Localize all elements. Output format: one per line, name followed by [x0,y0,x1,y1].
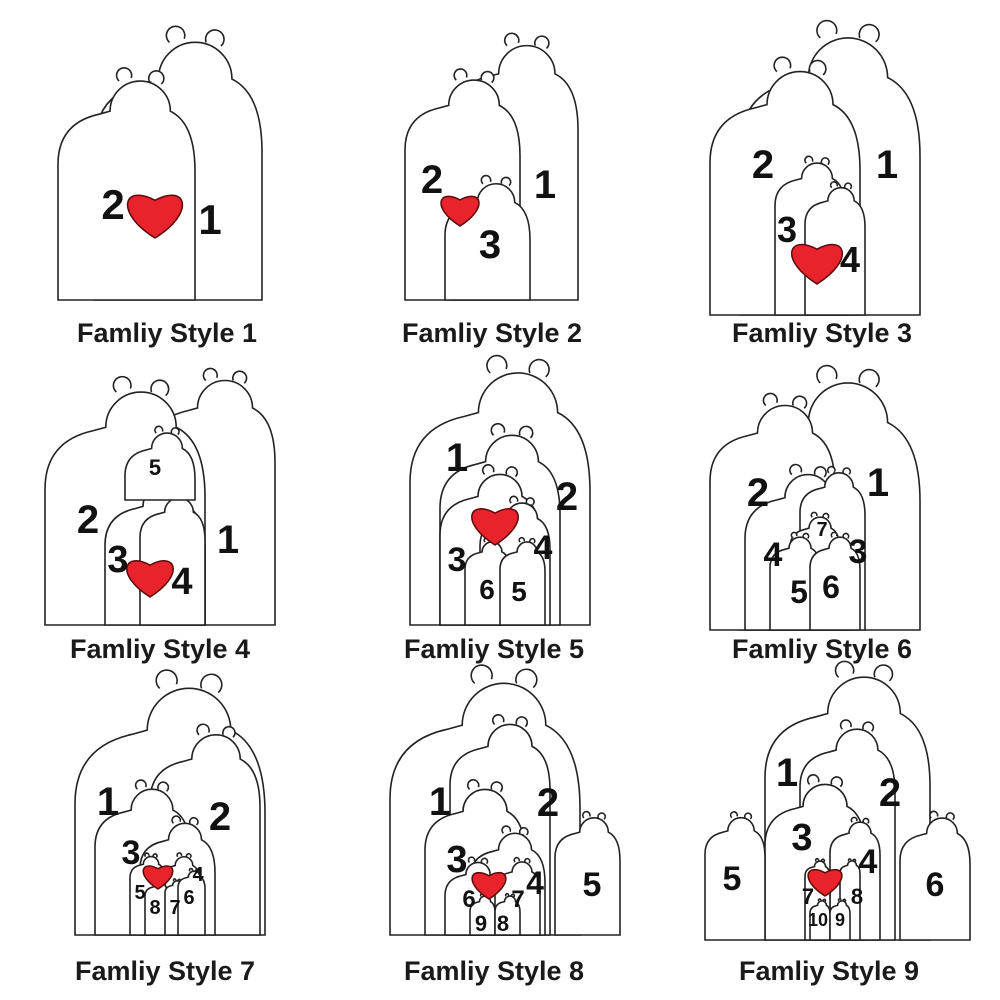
bear-outline [499,536,546,626]
bear-outline [494,892,521,936]
member-number-label: 7 [801,884,815,909]
member-number-label: 4 [858,843,878,881]
heart-icon [126,560,174,598]
heart-icon [807,868,843,897]
heart-icon [142,865,174,890]
bear-outline [809,898,831,941]
member-number-label: 5 [722,860,742,898]
member-number-label: 2 [751,143,775,187]
member-number-label: 3 [848,533,868,571]
member-number-label: 8 [850,884,864,909]
family-style-3-figure [709,19,921,316]
member-number-label: 1 [198,196,222,243]
member-number-label: 2 [420,158,444,202]
bear-outline [177,867,206,936]
family-style-8-figure [389,664,621,936]
member-number-label: 6 [925,866,945,904]
member-number-label: 4 [171,561,193,603]
family-style-6-figure [709,364,921,631]
style-caption: Famliy Style 3 [731,318,913,348]
member-number-label: 5 [790,574,808,610]
member-number-label: 4 [533,529,553,567]
member-number-label: 1 [775,751,799,795]
family-style-7-figure [74,669,266,936]
member-number-label: 4 [763,536,783,574]
member-number-label: 3 [776,209,798,250]
family-style-1-figure [57,25,263,301]
member-number-label: 1 [428,780,452,824]
family-style-5-figure [409,354,591,626]
member-number-label: 3 [446,839,468,881]
member-number-label: 3 [791,817,813,859]
member-number-label: 1 [875,143,899,187]
family-style-2-figure [404,32,579,301]
member-number-label: 2 [536,781,560,825]
member-number-label: 3 [121,834,141,872]
heart-icon [471,871,507,900]
member-number-label: 2 [76,498,100,542]
member-number-label: 5 [511,576,527,607]
member-number-label: 1 [216,518,240,562]
member-number-label: 4 [526,865,544,901]
member-number-label: 7 [169,897,181,919]
member-number-label: 3 [478,223,502,267]
member-number-label: 1 [866,461,890,505]
member-number-label: 2 [746,471,770,515]
member-number-label: 10 [807,910,829,930]
heart-icon [471,508,519,546]
family-style-4-figure [44,367,276,626]
bear-outline [769,531,821,631]
member-number-label: 1 [96,780,120,824]
member-number-label: 2 [101,181,125,228]
member-number-label: 1 [445,436,469,480]
member-number-label: 2 [208,795,232,839]
style-caption: Famliy Style 6 [731,634,913,664]
member-number-label: 5 [582,866,602,904]
member-number-label: 5 [148,455,162,480]
style-caption: Famliy Style 2 [401,318,583,348]
member-number-label: 7 [511,886,525,913]
family-style-9-figure [704,660,971,941]
member-number-label: 2 [555,475,579,519]
heart-icon [790,243,844,285]
bear-outline [124,425,196,501]
member-number-label: 3 [107,539,129,581]
member-number-label: 8 [496,911,510,936]
bear-outline [704,811,766,941]
bear-outline [554,810,621,936]
style-caption: Famliy Style 4 [69,634,251,664]
style-caption: Famliy Style 5 [403,634,585,664]
style-caption: Famliy Style 8 [403,956,585,986]
member-number-label: 9 [474,911,488,936]
member-number-label: 9 [834,910,846,930]
bear-outline [829,898,851,941]
member-number-label: 3 [447,541,467,579]
member-number-label: 6 [183,887,195,909]
member-number-label: 6 [462,886,476,913]
member-number-label: 6 [479,574,495,605]
bear-outline [809,531,861,631]
member-number-label: 8 [149,897,161,919]
member-number-label: 4 [839,239,861,280]
member-number-label: 7 [816,519,828,541]
bear-outline [899,810,971,941]
member-number-label: 1 [533,163,557,207]
style-caption: Famliy Style 7 [74,956,256,986]
member-number-label: 5 [134,882,146,904]
bear-outline [57,67,196,301]
style-caption: Famliy Style 1 [76,318,258,348]
member-number-label: 2 [878,771,902,815]
member-number-label: 6 [822,569,840,605]
heart-icon [126,194,184,239]
style-caption: Famliy Style 9 [738,956,920,986]
heart-icon [440,195,480,227]
member-number-label: 4 [192,864,204,886]
